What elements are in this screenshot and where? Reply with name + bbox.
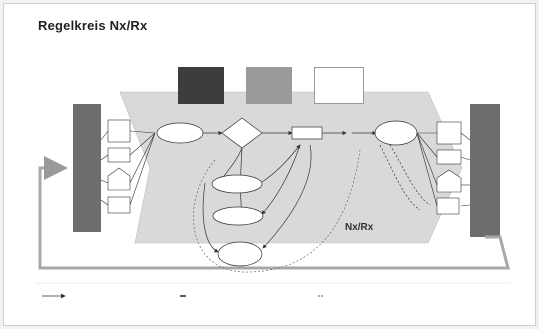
right-bar: [470, 104, 500, 237]
header-box-2: [246, 67, 292, 104]
node-4: [374, 120, 418, 146]
diagram-title: Regelkreis Nx/Rx: [38, 18, 148, 33]
left-inputs: [107, 119, 131, 214]
node-7: [217, 241, 263, 267]
region-label: Nx/Rx: [345, 222, 374, 233]
left-bar: [73, 104, 101, 232]
node-5: [211, 174, 263, 194]
dashed-arc: [193, 149, 361, 273]
header-box-3: [314, 67, 364, 104]
node-2: [221, 117, 263, 149]
node-1: [156, 122, 204, 144]
node-6: [212, 206, 264, 226]
header-box-1: [178, 67, 224, 104]
node-3: [291, 126, 323, 140]
right-outputs: [436, 121, 462, 215]
feedback-loop: [38, 156, 510, 270]
